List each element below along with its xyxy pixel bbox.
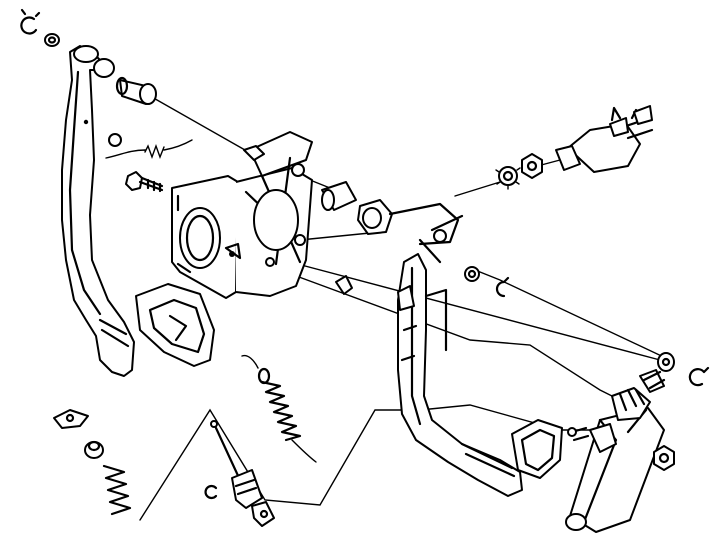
grommet	[84, 440, 104, 459]
rubber-pad-left	[135, 283, 215, 367]
pedal-bracket	[171, 131, 313, 299]
clip-icon	[335, 275, 353, 295]
brake-pedal	[397, 253, 523, 497]
pivot-bushing	[115, 76, 157, 105]
circlip-icon	[688, 366, 710, 387]
nut-icon	[653, 445, 675, 471]
clip-icon	[204, 484, 218, 500]
pushrod-clevis	[357, 199, 464, 264]
brake-light-switch	[555, 105, 654, 173]
pushrod-with-boot	[210, 420, 275, 527]
circlip-icon	[495, 276, 510, 298]
clutch-master-cylinder	[565, 352, 675, 533]
lock-nut	[521, 153, 543, 179]
washer-icon	[464, 266, 480, 282]
spacer-sleeve	[321, 181, 357, 211]
clutch-pedal	[61, 45, 135, 377]
lock-washer	[495, 166, 521, 190]
circlip-icon	[20, 8, 41, 35]
rubber-pad-right	[511, 419, 563, 479]
washer-icon	[44, 33, 60, 47]
pin-clip	[53, 409, 89, 429]
spring-bottom-left	[102, 464, 132, 516]
return-spring-large	[241, 354, 317, 463]
small-spring	[105, 133, 193, 160]
bolt	[125, 171, 164, 193]
